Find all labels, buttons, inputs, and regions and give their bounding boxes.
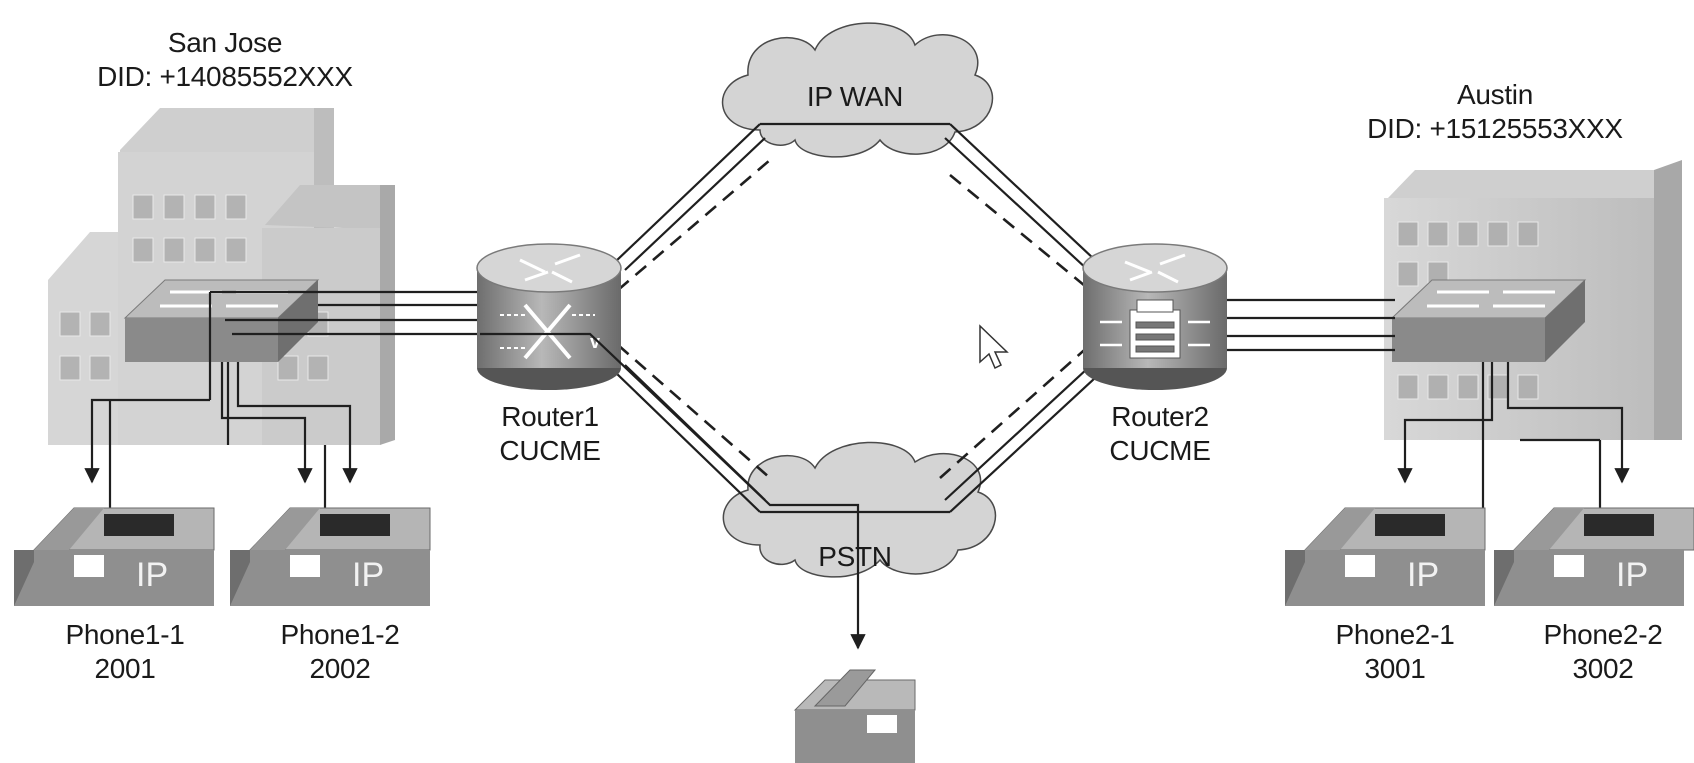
ip-glyph: IP <box>1407 556 1439 594</box>
phone-links-austin <box>1397 362 1630 510</box>
phone-extension: 2002 <box>309 653 371 684</box>
site-did: DID: +14085552XXX <box>97 61 353 92</box>
site-name: Austin <box>1456 79 1534 110</box>
phone-glyph-icon <box>1129 299 1181 359</box>
phone1-2-label: Phone1-2 2002 <box>255 618 425 686</box>
voice-router-icon[interactable] <box>1082 243 1228 390</box>
router2-label: Router2 CUCME <box>1080 400 1240 468</box>
austin-site-label: Austin DID: +15125553XXX <box>1330 78 1660 146</box>
ip-phone-icon[interactable]: IP <box>1494 507 1694 606</box>
san-jose-site-label: San Jose DID: +14085552XXX <box>60 26 390 94</box>
cloud-icon <box>722 441 997 578</box>
voice-v-glyph: v <box>590 332 600 352</box>
router-icon[interactable]: v <box>476 243 622 390</box>
ip-glyph: IP <box>352 556 384 594</box>
voip-dashed-paths <box>617 159 1091 479</box>
switch-icon <box>1390 279 1587 362</box>
phone-extension: 3001 <box>1364 653 1426 684</box>
ip-glyph: IP <box>1616 556 1648 594</box>
phone1-1-label: Phone1-1 2001 <box>40 618 210 686</box>
pstn-label: PSTN <box>818 541 892 572</box>
phone-extension: 3002 <box>1572 653 1634 684</box>
phone-name: Phone1-2 <box>280 619 400 650</box>
ip-wan-label: IP WAN <box>806 81 904 112</box>
router-role: CUCME <box>499 435 601 466</box>
ip-phone-icon[interactable]: IP <box>230 507 431 606</box>
phone-links-sanjose <box>84 332 866 650</box>
router-name: Router2 <box>1111 401 1209 432</box>
lan-links-sanjose <box>208 290 480 400</box>
ip-glyph: IP <box>136 556 168 594</box>
ip-phone-icon[interactable]: IP <box>14 507 215 606</box>
wan-solid-paths <box>614 122 1096 514</box>
phone-extension: 2001 <box>94 653 156 684</box>
router-name: Router1 <box>501 401 599 432</box>
phone2-2-label: Phone2-2 3002 <box>1518 618 1688 686</box>
router-role: CUCME <box>1109 435 1211 466</box>
mouse-cursor-icon <box>979 324 1009 370</box>
phone2-1-label: Phone2-1 3001 <box>1310 618 1480 686</box>
phone-name: Phone2-2 <box>1543 619 1663 650</box>
site-name: San Jose <box>167 27 283 58</box>
analog-phone-icon[interactable] <box>793 669 916 763</box>
phone-name: Phone2-1 <box>1335 619 1455 650</box>
ip-phone-icon[interactable]: IP <box>1285 507 1486 606</box>
router1-label: Router1 CUCME <box>470 400 630 468</box>
site-did: DID: +15125553XXX <box>1367 113 1623 144</box>
lan-links-austin <box>1225 298 1395 352</box>
phone-name: Phone1-1 <box>65 619 185 650</box>
